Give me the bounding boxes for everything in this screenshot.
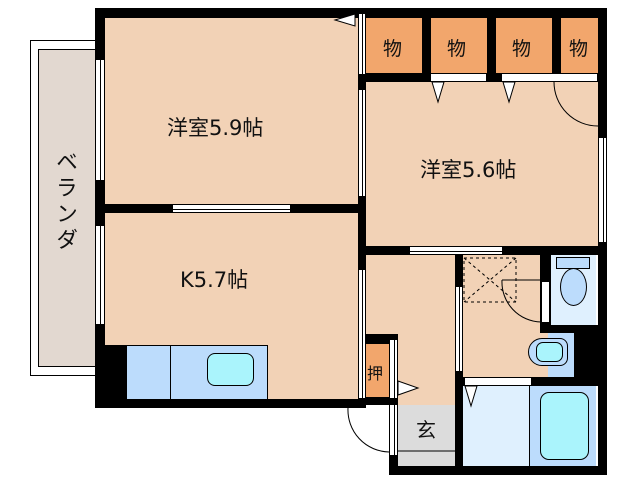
storage-label-3: 物	[512, 38, 532, 60]
wall-closet-bottom	[358, 397, 398, 405]
window-room2-east	[598, 138, 607, 242]
wall-basin-right	[574, 333, 607, 378]
door-kitchen-hall[interactable]	[358, 270, 366, 398]
storage-1	[366, 18, 422, 73]
storage-label-1: 物	[383, 38, 403, 60]
wall-top	[95, 8, 607, 18]
door-bath[interactable]	[464, 377, 532, 386]
bathtub-icon	[540, 392, 589, 460]
room-label-western-5-6: 洋室5.6帖	[420, 158, 517, 182]
wall-storage-div-3	[552, 8, 561, 82]
closet-label: 押	[367, 364, 384, 383]
toilet-bowl-icon	[560, 268, 587, 306]
door-toilet[interactable]	[541, 281, 550, 323]
kitchen-counter	[105, 345, 126, 399]
wall-storage-div-2	[487, 8, 496, 82]
wall-closet-top	[358, 334, 398, 344]
sliding-door-room1-room2[interactable]	[358, 90, 366, 196]
entrance-label: 玄	[416, 418, 436, 442]
door-entrance[interactable]	[389, 405, 398, 455]
door-storage-panels-2[interactable]	[501, 73, 598, 82]
storage-3	[496, 18, 552, 73]
storage-4	[561, 18, 598, 73]
wall-bottom-right	[389, 466, 607, 475]
room-label-kitchen: K5.7帖	[180, 268, 249, 292]
kitchen-sink-icon	[207, 353, 254, 386]
door-room1-storage[interactable]	[358, 14, 366, 74]
window-room1-west	[95, 60, 105, 180]
veranda	[38, 49, 98, 367]
storage-label-4: 物	[569, 38, 589, 60]
door-closet[interactable]	[389, 340, 398, 398]
western-room-5-9	[105, 18, 358, 204]
wall-storage-div-1	[422, 8, 431, 82]
wall-bottom-kitchen	[95, 399, 366, 408]
wall-toilet-bottom	[540, 325, 607, 333]
wall-entrance-left	[389, 455, 398, 475]
veranda-label: ベランダ	[52, 150, 77, 254]
door-hall-wash[interactable]	[455, 287, 463, 371]
sliding-door-room2-hall[interactable]	[410, 246, 502, 255]
door-storage-panels-1[interactable]	[430, 73, 487, 82]
storage-2	[431, 18, 487, 73]
room-label-western-5-9: 洋室5.9帖	[167, 116, 264, 140]
closet	[366, 344, 389, 397]
washbasin-bowl-icon	[536, 342, 563, 362]
western-room-5-6	[366, 82, 598, 246]
storage-label-2: 物	[447, 38, 467, 60]
sliding-door-room1-kitchen[interactable]	[173, 204, 290, 213]
veranda-outline	[30, 40, 98, 376]
window-kitchen-west	[95, 226, 105, 324]
kitchen-counter-left	[126, 345, 171, 399]
entrance	[398, 405, 458, 466]
